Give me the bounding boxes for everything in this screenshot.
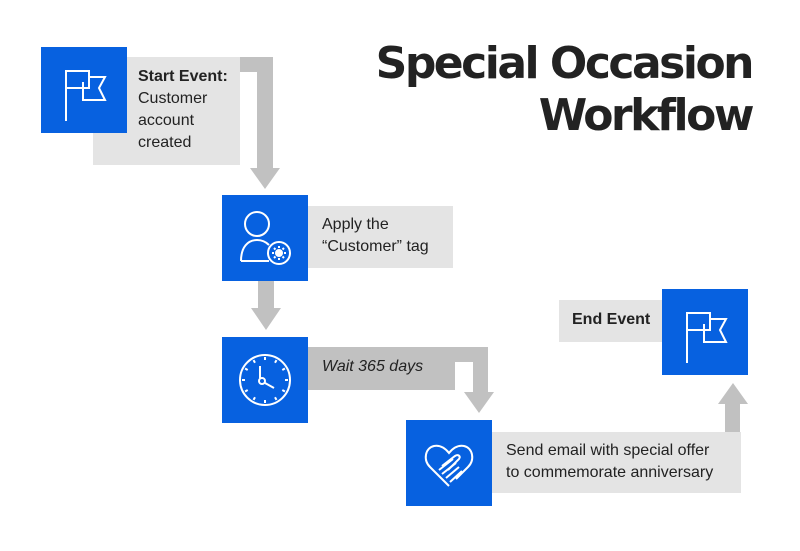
start-event-line-2: account — [138, 112, 195, 129]
apply-tag-line-1: Apply the — [322, 216, 389, 233]
handshake-heart-icon — [424, 444, 474, 487]
start-event-line-1: Customer — [138, 90, 208, 107]
apply-tag-tile — [222, 195, 308, 281]
clock-icon — [239, 354, 291, 406]
send-email-box — [492, 432, 741, 493]
arrow-head-up — [718, 383, 748, 404]
start-event-label: Start Event: — [138, 68, 228, 85]
flag-icon — [65, 70, 107, 121]
end-event-box — [559, 300, 662, 342]
user-gear-icon — [240, 211, 291, 265]
flag-icon — [686, 312, 728, 363]
arrow-head-down — [464, 392, 494, 413]
title-line-1: Special Occasion — [375, 38, 755, 89]
send-email-line-1: Send email with special offer — [506, 442, 710, 459]
arrow-head-down — [251, 308, 281, 330]
apply-tag-text: Apply the “Customer” tag — [322, 214, 452, 258]
start-event-tile — [41, 47, 127, 133]
end-event-tile — [662, 289, 748, 375]
send-email-line-2: to commemorate anniversary — [506, 464, 714, 481]
title-line-2: Workflow — [538, 90, 755, 141]
apply-tag-box — [308, 206, 453, 268]
apply-tag-line-2: “Customer” tag — [322, 238, 429, 255]
end-event-label: End Event — [572, 311, 651, 328]
start-event-line-3: created — [138, 134, 192, 151]
wait-tile — [222, 337, 308, 423]
arrow-head-down — [250, 168, 280, 189]
send-email-tile — [406, 420, 492, 506]
send-email-text: Send email with special offer to commemo… — [506, 440, 740, 484]
wait-text: Wait 365 days — [322, 358, 424, 375]
start-event-text: Start Event: Customer account created — [138, 66, 238, 154]
page-title: Special Occasion Workflow — [375, 38, 755, 142]
